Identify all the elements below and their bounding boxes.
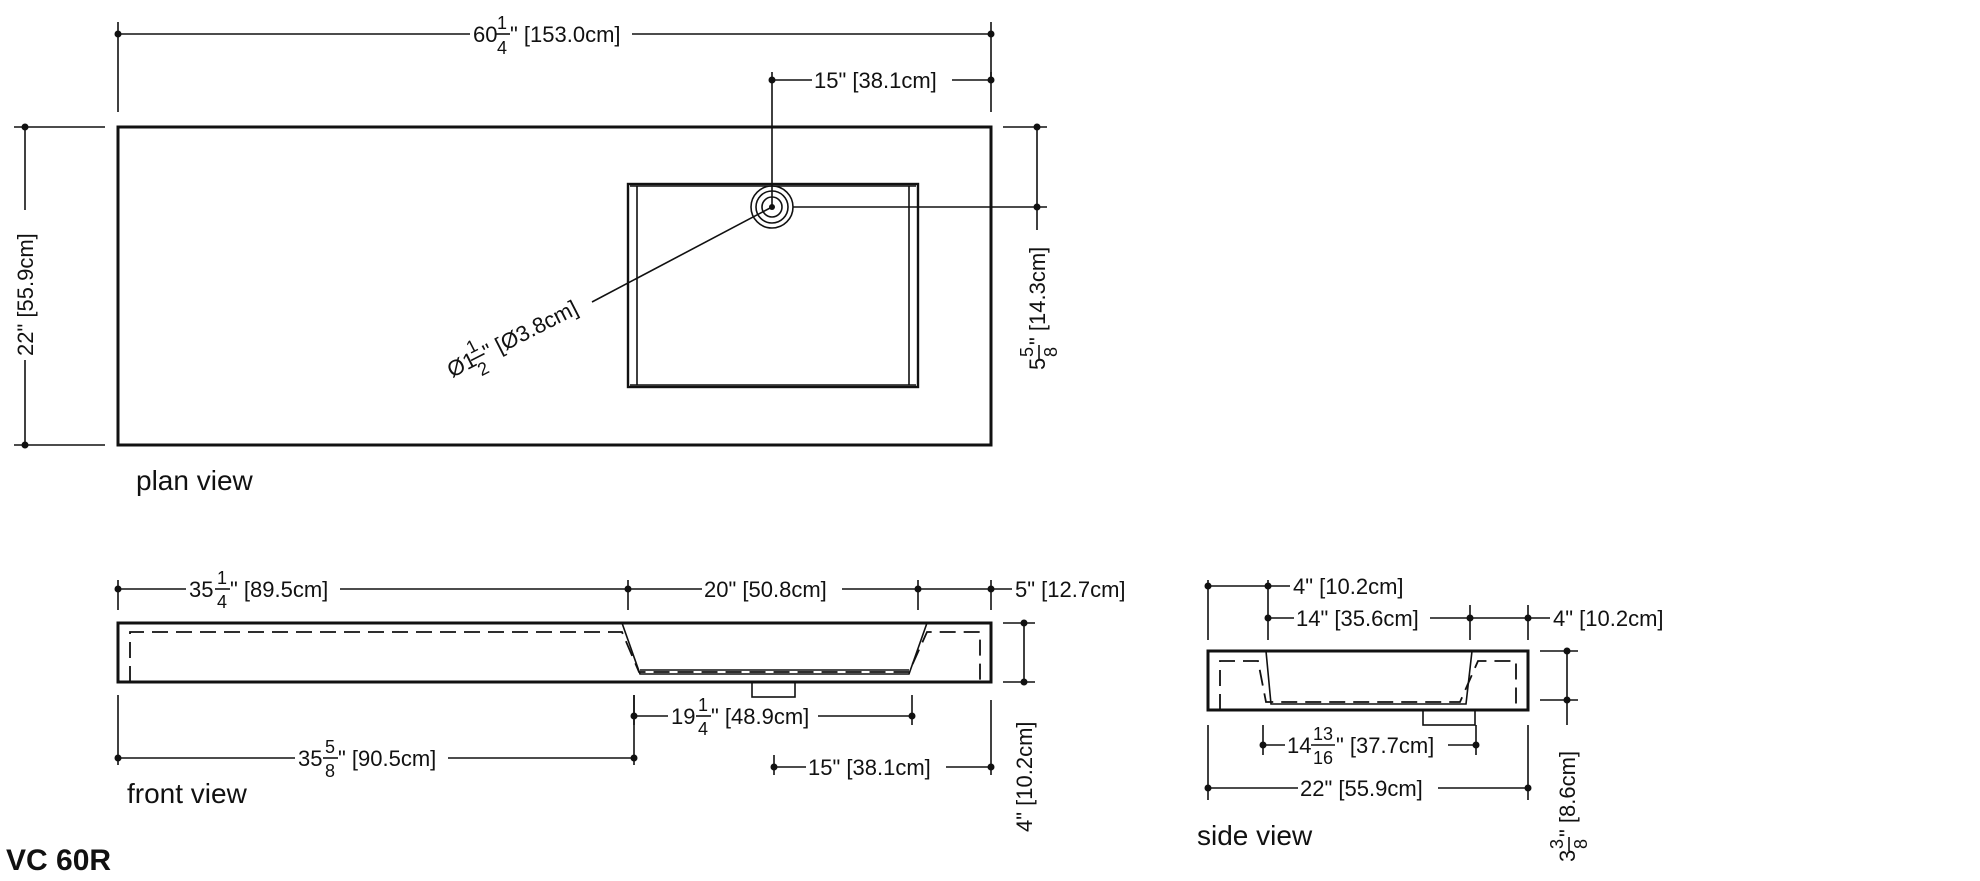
svg-text:16: 16 [1313,748,1333,768]
svg-text:1: 1 [698,695,708,715]
svg-text:8: 8 [325,761,335,781]
svg-text:" [37.7cm]: " [37.7cm] [1336,733,1434,758]
dim-side-front: 4" [10.2cm] [1293,574,1404,599]
svg-text:4: 4 [217,592,227,612]
svg-text:3: 3 [1547,839,1567,849]
svg-text:8: 8 [1571,839,1591,849]
plan-view-label: plan view [136,465,254,496]
dim-front-height: 4" [10.2cm] [1012,721,1037,832]
svg-text:5: 5 [1025,358,1050,370]
dim-front-drain-right: 15" [38.1cm] [808,755,931,780]
svg-text:" [89.5cm]: " [89.5cm] [230,577,328,602]
svg-text:35: 35 [298,746,322,771]
dim-drain-offset: 15" [38.1cm] [814,68,937,93]
side-view: 4" [10.2cm] 14" [35.6cm] 4" [10.2cm] 14 … [1197,574,1664,862]
dim-plan-depth: 22" [55.9cm] [13,233,38,356]
side-outline [1206,649,1530,712]
svg-text:4: 4 [698,719,708,739]
svg-text:" [90.5cm]: " [90.5cm] [338,746,436,771]
front-view: 35 1 4 " [89.5cm] 20" [50.8cm] 5" [12.7c… [114,568,1126,832]
side-drain-tail [1422,709,1476,726]
dim-drain-diameter: Ø1 1 2 " [Ø3.8cm] [443,295,582,382]
svg-text:13: 13 [1313,724,1333,744]
dim-plan-width: 60 1 4 " [153.0cm] [473,13,621,58]
svg-text:14: 14 [1287,733,1311,758]
dim-front-inner: 19 1 4 " [48.9cm] [671,695,809,739]
svg-text:3: 3 [1555,850,1580,862]
plan-countertop-outline [116,125,993,447]
plan-basin-outline [626,182,920,389]
svg-text:5: 5 [1017,347,1037,357]
svg-text:" [153.0cm]: " [153.0cm] [510,22,621,47]
side-view-label: side view [1197,820,1313,851]
dim-front-drain-left: 35 5 8 " [90.5cm] [298,737,436,781]
svg-text:60: 60 [473,22,497,47]
svg-text:5: 5 [325,737,335,757]
front-outline [116,621,993,684]
dim-front-right: 5" [12.7cm] [1015,577,1126,602]
dim-front-basin: 20" [50.8cm] [704,577,827,602]
dim-side-basin: 14" [35.6cm] [1296,606,1419,631]
dim-side-height: 3 3 8 " [8.6cm] [1547,751,1591,862]
model-label: VC 60R [6,844,111,877]
plan-view: 60 1 4 " [153.0cm] 15" [38.1cm] 22" [55.… [13,13,1061,496]
svg-text:4: 4 [497,38,507,58]
front-drain-tail [751,681,796,698]
dim-front-left: 35 1 4 " [89.5cm] [189,568,328,612]
svg-text:" [Ø3.8cm]: " [Ø3.8cm] [479,295,582,364]
svg-text:" [8.6cm]: " [8.6cm] [1555,751,1580,837]
dim-drain-back: 5 5 8 " [14.3cm] [1017,247,1061,370]
svg-text:" [48.9cm]: " [48.9cm] [711,704,809,729]
dim-side-depth: 22" [55.9cm] [1300,776,1423,801]
svg-text:35: 35 [189,577,213,602]
svg-text:" [14.3cm]: " [14.3cm] [1025,247,1050,345]
front-view-label: front view [127,778,248,809]
dim-side-inner: 14 13 16 " [37.7cm] [1287,724,1434,768]
svg-text:8: 8 [1041,347,1061,357]
svg-text:1: 1 [217,568,227,588]
dim-side-back: 4" [10.2cm] [1553,606,1664,631]
svg-text:19: 19 [671,704,695,729]
svg-text:1: 1 [497,13,507,33]
